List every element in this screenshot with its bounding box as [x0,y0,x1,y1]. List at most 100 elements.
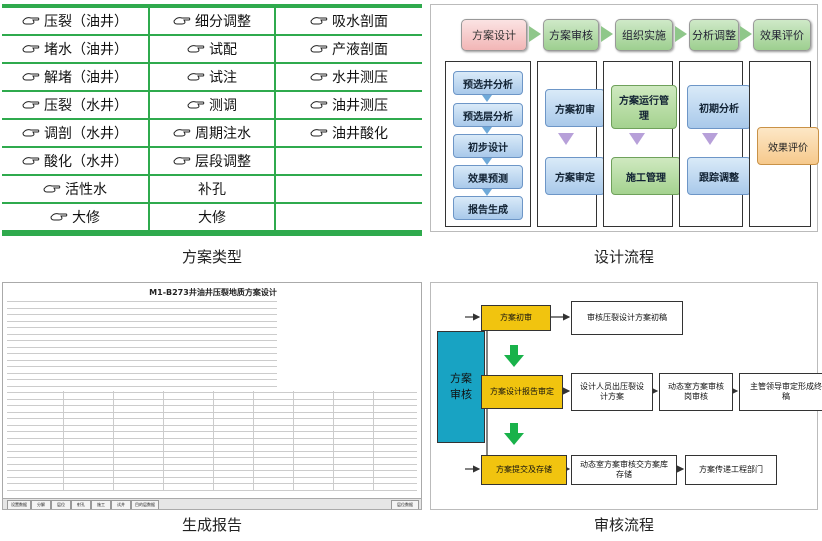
pointing-hand-icon [173,125,191,141]
arrow-right-icon [529,26,541,42]
report-row-line [7,314,277,315]
scheme-type-cell: 大修 [150,204,276,232]
scheme-types-table: 压裂（油井）细分调整吸水剖面堵水（油井）试配产液剖面解堵（油井）试注水井测压压裂… [2,4,422,236]
sheet-tab[interactable]: 目的层数据 [131,500,159,509]
sheet-tab[interactable]: 分解 [31,500,51,509]
scheme-type-label: 压裂（水井） [44,98,128,114]
pre-select-layer-analysis: 预选层分析 [453,103,523,127]
scheme-type-cell: 层段调整 [150,148,276,176]
scheme-type-cell: 大修 [2,204,150,232]
scheme-type-label: 试配 [209,42,237,58]
scheme-approval: 方案审定 [545,157,605,195]
scheme-type-cell: 压裂（水井） [2,92,150,120]
report-row-line [7,346,277,348]
sheet-tab[interactable]: 设置数据 [7,500,31,509]
pointing-hand-icon [310,41,328,57]
scheme-type-cell: 试注 [150,64,276,92]
pointing-hand-icon [173,153,191,169]
step-effect-evaluation: 效果评价 [753,19,811,51]
sheet-tab[interactable]: 层位 [51,500,71,509]
report-row-line [7,424,417,426]
pointing-hand-icon [173,13,191,29]
table-bottom-border [2,232,422,236]
arrow-down-icon [482,189,492,196]
scheme-type-cell: 油井酸化 [276,120,422,148]
sheet-tab[interactable]: 试井 [111,500,131,509]
report-row-line [7,489,417,491]
design-flow-panel: 方案设计 方案审核 组织实施 分析调整 效果评价 预选井分析 预选层分析 初步设… [430,4,819,232]
sheet-tab[interactable]: 层位数据 [391,500,419,509]
scheme-type-cell [276,204,422,232]
review-connectors [465,313,739,473]
arrow-down-icon [629,133,645,145]
sheet-tab[interactable]: 射孔 [71,500,91,509]
report-row-line [7,437,417,439]
scheme-type-cell: 解堵（油井） [2,64,150,92]
report-col-line [253,391,254,491]
report-row-line [7,359,277,361]
arrow-down-icon [482,158,492,165]
pointing-hand-icon [22,125,40,141]
report-row-line [7,483,417,484]
pointing-hand-icon [22,41,40,57]
pointing-hand-icon [187,41,205,57]
scheme-type-cell: 水井测压 [276,64,422,92]
scheme-type-cell: 测调 [150,92,276,120]
pointing-hand-icon [22,69,40,85]
leader-final-box: 主管领导审定形成终稿 [739,373,822,411]
step-scheme-review: 方案审核 [543,19,599,51]
sheet-tab[interactable]: 施工 [91,500,111,509]
scheme-type-cell: 压裂（油井） [2,8,150,36]
scheme-type-label: 测调 [209,98,237,114]
report-row-line [7,450,417,452]
scheme-type-label: 水井测压 [332,70,388,86]
scheme-type-label: 油井测压 [332,98,388,114]
designer-draft-box: 设计人员出压裂设计方案 [571,373,653,411]
report-row-line [7,431,417,432]
report-row-line [7,470,417,471]
effect-prediction: 效果预测 [453,165,523,189]
scheme-type-cell: 补孔 [150,176,276,204]
report-row-line [7,476,417,478]
types-grid: 压裂（油井）细分调整吸水剖面堵水（油井）试配产液剖面解堵（油井）试注水井测压压裂… [2,8,422,232]
scheme-preliminary-review: 方案初审 [545,89,605,127]
report-row-line [7,411,417,413]
report-caption: 生成报告 [181,516,242,534]
scheme-type-cell: 细分调整 [150,8,276,36]
submit-store-box: 方案提交及存储 [481,455,567,485]
step-organize-implement: 组织实施 [615,19,673,51]
scheme-type-label: 解堵（油井） [44,70,128,86]
table-top-border [2,4,422,8]
report-row-line [7,444,417,445]
transfer-engineering-box: 方案传递工程部门 [685,455,777,485]
report-generation: 报告生成 [453,196,523,220]
report-col-line [333,391,334,491]
initial-analysis: 初期分析 [687,85,751,129]
pointing-hand-icon [187,69,205,85]
scheme-type-label: 压裂（油井） [44,14,128,30]
scheme-type-cell [276,176,422,204]
step-scheme-design: 方案设计 [461,19,527,51]
scheme-operation-management: 方案运行管理 [611,85,677,129]
library-storage-box: 动态室方案审核交方案库存储 [571,455,677,485]
arrow-right-icon [601,26,613,42]
report-col-line [163,391,164,491]
report-spreadsheet: M1-B273井油井压裂地质方案设计 设置数据 分解 层位 射孔 施工 试井 目… [2,282,422,510]
scheme-type-cell [276,148,422,176]
report-col-line [293,391,294,491]
report-col-line [63,391,64,491]
scheme-type-label: 层段调整 [195,154,251,170]
pointing-hand-icon [310,69,328,85]
pointing-hand-icon [50,209,68,225]
report-row-line [7,327,277,328]
pointing-hand-icon [310,125,328,141]
report-col-line [213,391,214,491]
preliminary-review-box: 方案初审 [481,305,551,331]
report-row-line [7,385,277,387]
arrow-down-icon [482,127,492,134]
design-report-approval-box: 方案设计报告审定 [481,375,563,409]
scheme-type-cell: 周期注水 [150,120,276,148]
report-row-line [7,372,277,374]
scheme-type-cell: 吸水剖面 [276,8,422,36]
scheme-type-label: 试注 [209,70,237,86]
